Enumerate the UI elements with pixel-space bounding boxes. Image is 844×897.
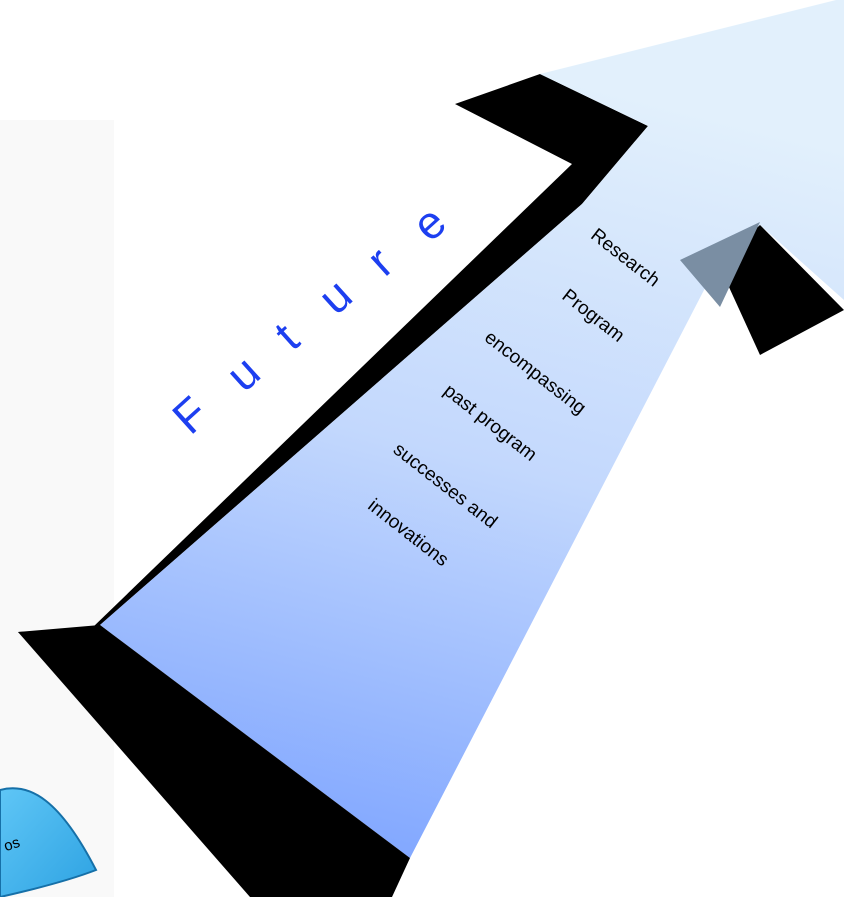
- arrow-tip-shade: [680, 222, 760, 307]
- badge-shape: [0, 787, 98, 897]
- arrow-bottom-bevel: [18, 625, 410, 897]
- arrow-front-face: [100, 0, 844, 858]
- arrow-tip-dark: [718, 225, 844, 355]
- background-panel: [0, 120, 114, 897]
